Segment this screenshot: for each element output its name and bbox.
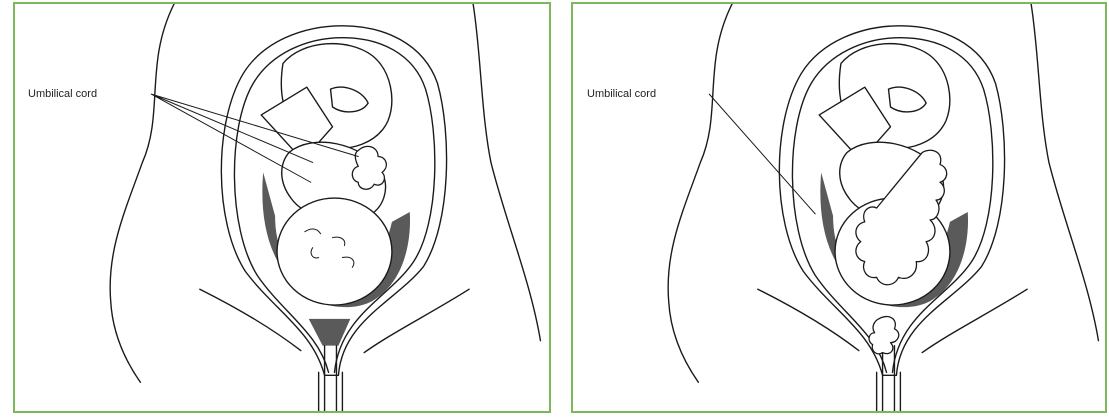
torso-right-contour	[1031, 4, 1098, 341]
diagram-panel-left: Umbilical cord	[13, 2, 551, 413]
umbilical-cord-label: Umbilical cord	[587, 88, 656, 100]
torso-left-contour	[110, 4, 174, 382]
torso-right-contour	[473, 4, 540, 341]
uterus-illustration-left	[15, 4, 549, 411]
uterus-illustration-right	[573, 4, 1105, 411]
umbilical-cord-label: Umbilical cord	[28, 88, 97, 100]
torso-left-contour	[668, 4, 732, 382]
fetus-head	[277, 198, 392, 305]
diagram-panel-right: Umbilical cord	[571, 2, 1107, 413]
